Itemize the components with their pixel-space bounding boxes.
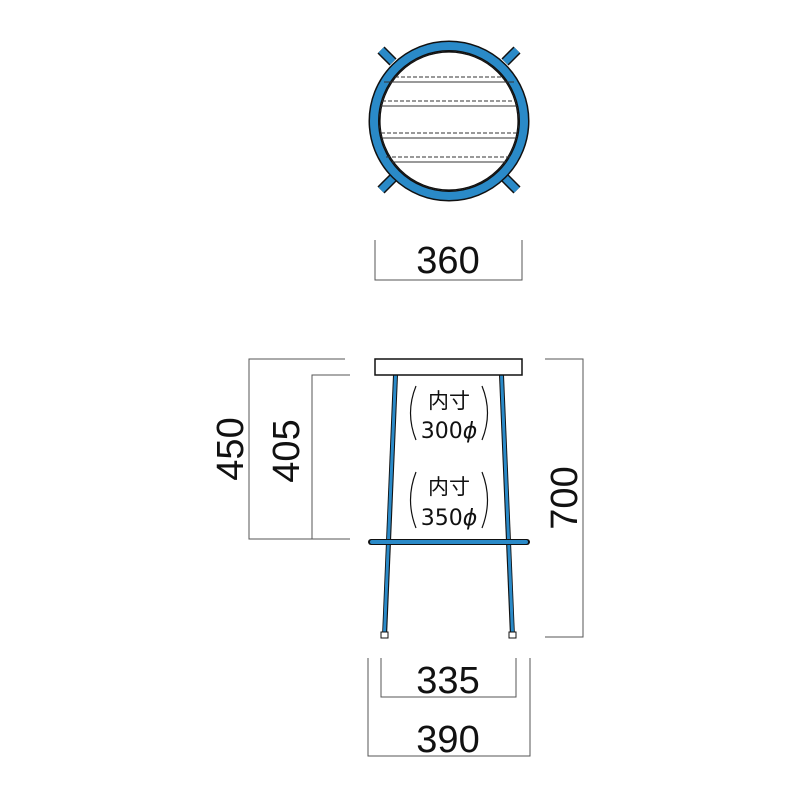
seat-side xyxy=(374,358,523,376)
seat-height-label: 450 xyxy=(210,417,252,480)
upper-note-symbol: ϕ xyxy=(463,419,478,444)
upper-note-value: 300 xyxy=(421,419,463,444)
seat-diameter-dimension: 360 xyxy=(374,240,523,282)
lower-inner-dimension-note: 内寸 350ϕ xyxy=(409,471,489,531)
seat-top xyxy=(379,51,519,191)
lower-note-label: 内寸 xyxy=(428,475,470,499)
lower-note-symbol: ϕ xyxy=(463,506,478,531)
upper-note-label: 内寸 xyxy=(428,389,470,413)
upper-inner-dimension-note: 内寸 300ϕ xyxy=(409,385,489,444)
inner-width-dimension: 335 xyxy=(380,658,517,702)
svg-text:300ϕ: 300ϕ xyxy=(421,419,478,444)
seat-ring xyxy=(370,42,528,200)
outer-width-label: 390 xyxy=(416,719,479,761)
top-view xyxy=(368,40,530,202)
svg-text:350ϕ: 350ϕ xyxy=(421,506,478,531)
outer-width-dimension: 390 xyxy=(367,658,531,761)
front-legs xyxy=(380,375,517,639)
total-height-dimension: 700 xyxy=(544,358,586,638)
inner-width-label: 335 xyxy=(416,660,479,702)
seat-slats xyxy=(381,76,517,163)
footrest-to-seat-dimension: 405 xyxy=(266,374,350,540)
lower-note-value: 350 xyxy=(421,506,463,531)
seat-height-dimension: 450 xyxy=(210,358,345,540)
total-height-label: 700 xyxy=(544,466,586,529)
seat-diameter-label: 360 xyxy=(416,240,479,282)
top-view-legs xyxy=(377,46,521,194)
front-view xyxy=(368,358,530,639)
footrest-to-seat-label: 405 xyxy=(266,419,308,482)
